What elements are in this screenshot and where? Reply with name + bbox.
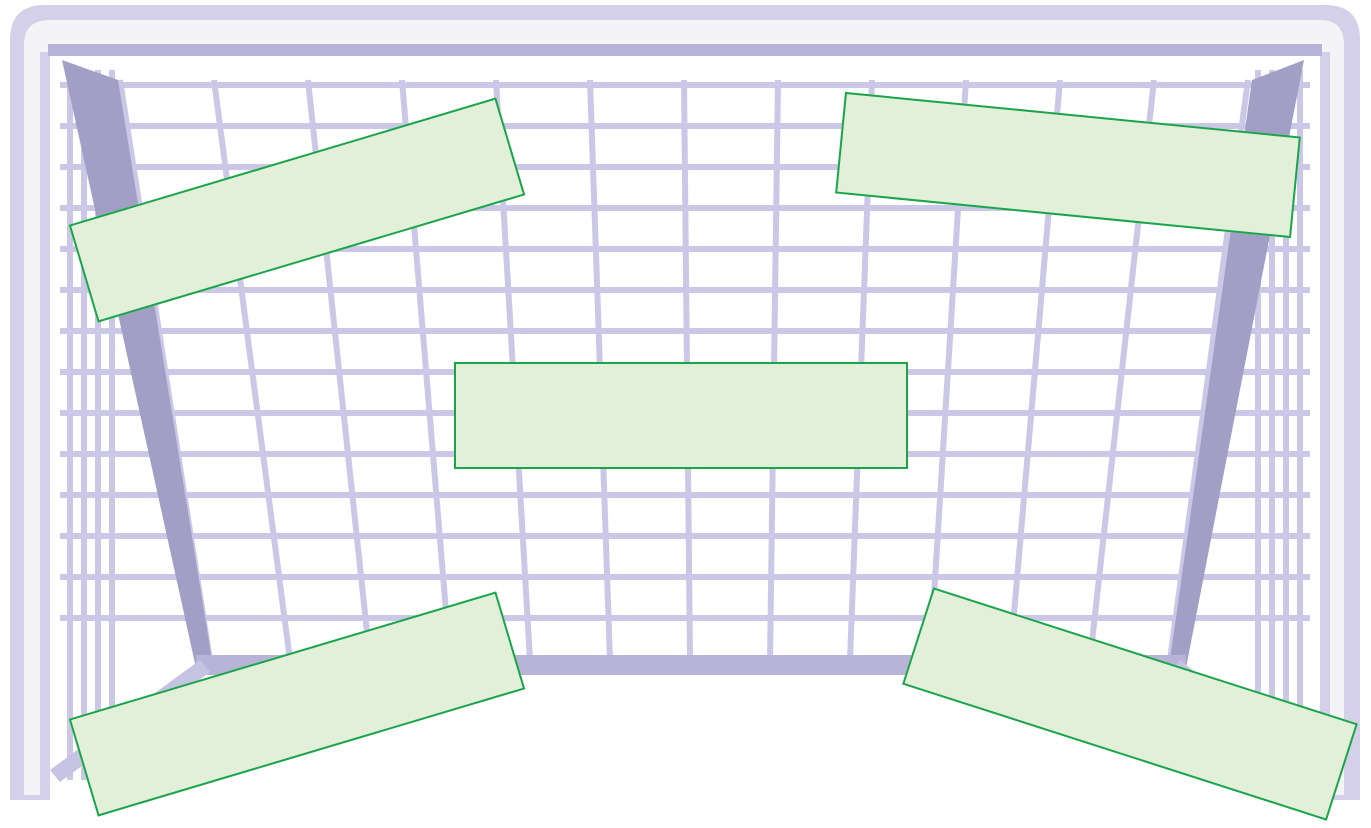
- crossbar-inner: [48, 44, 1322, 56]
- label-box-center[interactable]: [454, 362, 908, 469]
